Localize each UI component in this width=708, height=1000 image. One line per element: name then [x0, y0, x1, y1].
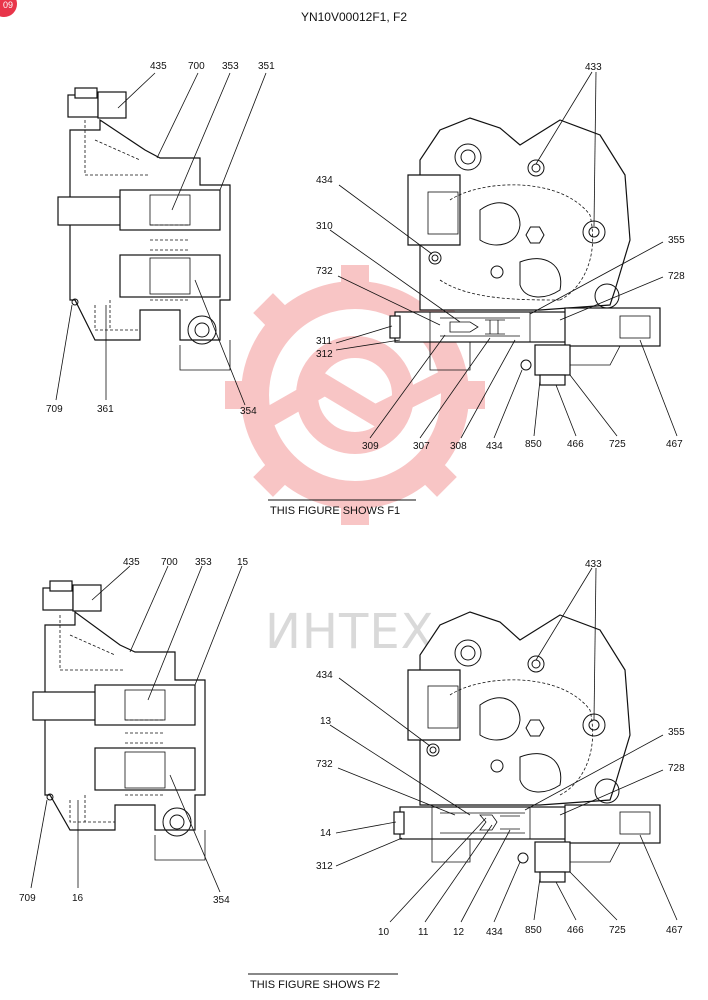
- f2-front-leaders: [329, 567, 678, 923]
- f2-front-label-850: 850: [525, 925, 542, 936]
- f1-front-label-732: 732: [316, 266, 333, 277]
- f2-front-label-11: 11: [418, 927, 429, 938]
- f1-front-view: [389, 117, 661, 386]
- f2-front-label-434-top: 434: [316, 670, 333, 681]
- f1-front-label-355: 355: [668, 235, 685, 246]
- f1-caption: THIS FIGURE SHOWS F1: [270, 505, 400, 517]
- f1-front-label-434-bottom: 434: [486, 441, 503, 452]
- corner-badge: 09: [0, 0, 17, 17]
- f1-front-leaders: [329, 71, 678, 439]
- f2-front-label-434-bottom: 434: [486, 927, 503, 938]
- f1-front-label-433: 433: [585, 62, 602, 73]
- f1-front-label-466: 466: [567, 439, 584, 450]
- f2-side-view: [32, 580, 206, 861]
- f2-front-label-10: 10: [378, 927, 390, 938]
- f1-side-label-700: 700: [188, 61, 205, 72]
- f1-front-label-312: 312: [316, 349, 333, 360]
- f2-front-label-466: 466: [567, 925, 584, 936]
- f1-side-label-351: 351: [258, 61, 275, 72]
- f1-front-label-311: 311: [316, 336, 332, 347]
- watermark-text: ИНТЕХ: [265, 604, 435, 660]
- f2-front-label-312: 312: [316, 861, 333, 872]
- f2-front-view: [393, 611, 661, 883]
- f1-side-label-435: 435: [150, 61, 167, 72]
- f2-caption: THIS FIGURE SHOWS F2: [250, 979, 380, 991]
- f2-front-label-433: 433: [585, 559, 602, 570]
- f2-side-label-354: 354: [213, 895, 230, 906]
- f1-front-label-309: 309: [362, 441, 379, 452]
- f2-side-label-700: 700: [161, 557, 178, 568]
- f2-front-label-355: 355: [668, 727, 685, 738]
- f2-front-label-725: 725: [609, 925, 626, 936]
- f2-side-label-435: 435: [123, 557, 140, 568]
- f2-front-label-14: 14: [320, 828, 332, 839]
- corner-badge-text: 09: [3, 0, 13, 10]
- f2-side-label-353: 353: [195, 557, 212, 568]
- f1-front-label-308: 308: [450, 441, 467, 452]
- f2-front-label-732: 732: [316, 759, 333, 770]
- f1-side-label-361: 361: [97, 404, 114, 415]
- f2-side-label-16: 16: [72, 893, 84, 904]
- f1-side-leaders: [55, 72, 267, 406]
- f1-front-label-310: 310: [316, 221, 333, 232]
- f2-front-label-12: 12: [453, 927, 465, 938]
- f2-front-label-13: 13: [320, 716, 332, 727]
- f2-side-leaders: [30, 565, 243, 893]
- f2-side-label-709: 709: [19, 893, 36, 904]
- f1-front-label-434-top: 434: [316, 175, 333, 186]
- f1-front-label-850: 850: [525, 439, 542, 450]
- f1-front-label-725: 725: [609, 439, 626, 450]
- f1-side-label-709: 709: [46, 404, 63, 415]
- f1-front-label-728: 728: [668, 271, 685, 282]
- f1-side-label-353: 353: [222, 61, 239, 72]
- f1-side-view: [57, 87, 231, 371]
- f1-front-label-307: 307: [413, 441, 430, 452]
- f2-front-label-728: 728: [668, 763, 685, 774]
- f1-front-label-467: 467: [666, 439, 683, 450]
- f2-front-label-467: 467: [666, 925, 683, 936]
- f2-side-label-15: 15: [237, 557, 249, 568]
- page-title: YN10V00012F1, F2: [301, 10, 407, 24]
- f1-side-label-354: 354: [240, 406, 257, 417]
